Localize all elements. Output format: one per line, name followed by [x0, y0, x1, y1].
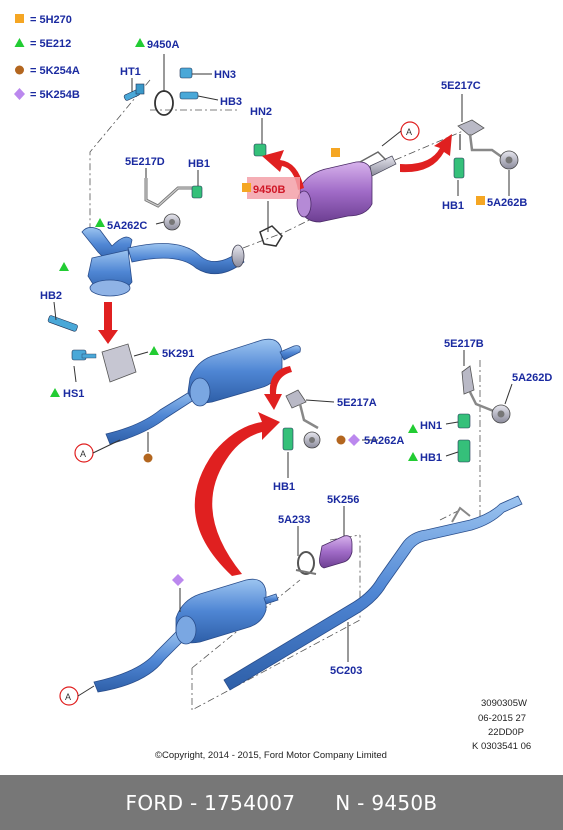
bracket-5e217d [144, 178, 198, 208]
rear-muffler-assembly [93, 495, 523, 693]
bolt-hb2 [47, 315, 78, 332]
part-number-text: FORD - 1754007 N - 9450B [125, 790, 438, 815]
heat-shield-5k291 [101, 343, 137, 383]
label-9450a: 9450A [147, 39, 179, 51]
legend-label-5H270: = 5H270 [30, 14, 72, 26]
marker-5k254a-pipe [143, 453, 153, 463]
arrow-center-to-hanger [264, 366, 292, 410]
bracket-5e217a [285, 389, 307, 409]
ref-code-3: 22DD0P [488, 727, 524, 738]
label-hb1-upper-left: HB1 [188, 158, 210, 170]
label-5e217d: 5E217D [125, 156, 165, 168]
legend-circle-icon [15, 65, 24, 75]
label-5k291: 5K291 [162, 348, 194, 360]
center-muffler-assembly [105, 338, 301, 445]
arrow-cat-to-shield [98, 302, 118, 344]
label-hn1: HN1 [420, 420, 442, 432]
marker-5h270-dpf [331, 148, 340, 157]
bolt-hb1-middle [282, 427, 294, 451]
label-5c203: 5C203 [330, 665, 362, 677]
ref-code-4: K 0303541 06 [472, 741, 531, 752]
leader-lines [53, 54, 513, 662]
arrow-dpf-to-bracket [400, 134, 452, 173]
bracket-5e217b [461, 365, 475, 395]
label-5a262b: 5A262B [487, 197, 527, 209]
label-ht1: HT1 [120, 66, 141, 78]
dpf-outlet-pipe [369, 155, 397, 177]
legend-triangle-icon [14, 38, 25, 47]
nut-hn3 [179, 67, 193, 79]
marker-5h270-gasket [242, 183, 251, 192]
reference-codes: 3090305W 06-2015 27 22DD0P K 0303541 06 [472, 698, 531, 752]
bolt-hb1-upper-left [191, 185, 203, 199]
label-5e217a: 5E217A [337, 397, 377, 409]
assembly-guide-lines [89, 79, 481, 711]
label-hb1-upper-right: HB1 [442, 200, 464, 212]
legend-square-icon [15, 14, 24, 23]
assembly-arrows [98, 134, 452, 576]
label-hb1-middle: HB1 [273, 481, 295, 493]
ref-code-2: 06-2015 27 [478, 713, 526, 724]
label-hn2: HN2 [250, 106, 272, 118]
exhaust-system-diagram: = 5H270 = 5E212 = 5K254A = 5K254B [14, 14, 552, 761]
resonator-5k256 [319, 535, 353, 569]
bracket-5e217c [457, 119, 485, 137]
connector-a-bottom-label: A [65, 692, 71, 702]
label-hb1-right: HB1 [420, 452, 442, 464]
connector-a-callouts: A A A [59, 121, 420, 706]
arrow-dpf-to-hn2 [262, 150, 304, 190]
connector-a-top-right-label: A [406, 127, 412, 137]
label-5a233: 5A233 [278, 514, 310, 526]
label-5k256: 5K256 [327, 494, 359, 506]
label-hb2: HB2 [40, 290, 62, 302]
label-hs1: HS1 [63, 388, 84, 400]
highlight-9450b [247, 177, 300, 199]
marker-5k254a-5a262a [336, 435, 346, 445]
label-5a262c: 5A262C [107, 220, 147, 232]
nut-hn1 [457, 413, 471, 429]
gasket-9450b [259, 225, 283, 247]
clamp-5a233 [297, 551, 315, 575]
label-hb3: HB3 [220, 96, 242, 108]
arrow-rear-to-hanger [194, 412, 280, 576]
part-number-footer: FORD - 1754007 N - 9450B [0, 775, 563, 830]
label-9450b: 9450B [253, 184, 285, 196]
pipe-5c203 [223, 495, 523, 691]
ref-code-1: 3090305W [481, 698, 527, 709]
triangle-markers [50, 38, 418, 461]
legend-label-5E212: = 5E212 [30, 38, 71, 50]
upper-hardware [47, 67, 519, 383]
legend-label-5K254A: = 5K254A [30, 65, 80, 77]
marker-5k254b-5a262a [348, 434, 360, 446]
marker-5h270-5a262b [476, 196, 485, 205]
gasket-9450a [154, 90, 174, 116]
bolt-hb3 [179, 91, 199, 100]
label-5e217c: 5E217C [441, 80, 481, 92]
diesel-particulate-filter [299, 161, 373, 223]
label-5e217b: 5E217B [444, 338, 484, 350]
bolt-hb1-right [457, 439, 471, 463]
copyright-notice: ©Copyright, 2014 - 2015, Ford Motor Comp… [155, 750, 387, 761]
front-exhaust-assembly [81, 151, 397, 297]
legend: = 5H270 = 5E212 = 5K254A = 5K254B [14, 14, 80, 101]
front-pipe-flange [231, 244, 245, 268]
intermediate-pipe [105, 387, 201, 445]
label-hn3: HN3 [214, 69, 236, 81]
part-labels: 9450A HT1 HN3 HB3 HN2 5E217C 5E217D HB1 … [40, 39, 552, 677]
legend-diamond-icon [14, 88, 25, 100]
marker-5k254b-rear-muffler [172, 574, 184, 586]
legend-label-5K254B: = 5K254B [30, 89, 80, 101]
rear-tail-pipe [93, 629, 187, 693]
label-5a262d: 5A262D [512, 372, 552, 384]
bolt-hb1-upper-right [453, 157, 465, 179]
label-5a262a: 5A262A [364, 435, 404, 447]
front-pipe [127, 243, 245, 275]
connector-a-middle-label: A [80, 449, 86, 459]
middle-hardware [143, 365, 511, 463]
nut-hn2 [253, 143, 267, 157]
